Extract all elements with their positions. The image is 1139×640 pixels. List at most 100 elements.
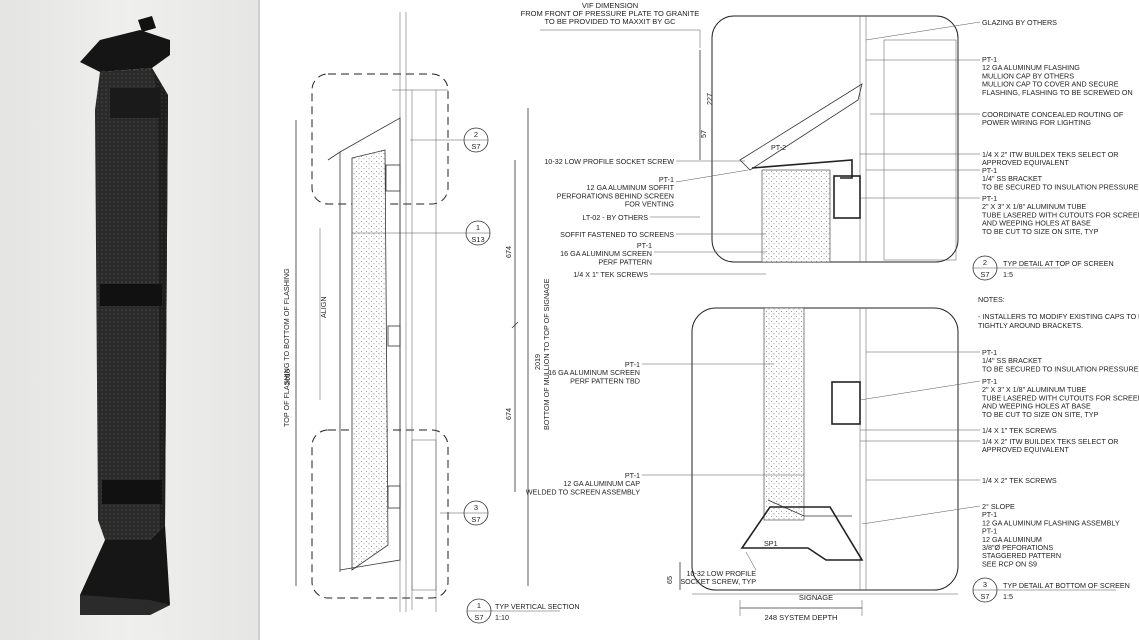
base-edge-shape <box>80 595 170 615</box>
bottom-left-note-1-line-0: PT-1 <box>625 471 640 480</box>
top-right-note-0: GLAZING BY OTHERS <box>865 18 1057 41</box>
top-cap-shape <box>80 30 170 72</box>
vertical-section-title: 1 S7 TYP VERTICAL SECTION 1:10 <box>466 598 580 624</box>
bottom-left-note-0-line-2: PERF PATTERN TBD <box>570 376 640 385</box>
general-notes: NOTES: - INSTALLERS TO MODIFY EXISTING C… <box>978 295 1139 330</box>
tube-bottom <box>387 485 401 509</box>
dim-2019: 2019 <box>533 354 542 370</box>
bottom-detail-title: 3 S7 TYP DETAIL AT BOTTOM OF SCREEN 1:5 <box>972 577 1130 603</box>
svg-text:S7: S7 <box>980 270 989 279</box>
svg-text:3: 3 <box>983 580 987 589</box>
dim-57: 57 <box>699 130 708 138</box>
top-left-note-1-line-0: PT-1 <box>659 175 674 184</box>
top-right-note-1-line-0: PT-1 <box>982 55 997 64</box>
bottom-right-note-5-line-4: 12 GA ALUMINUM <box>982 535 1042 544</box>
callout-2-s7: 2 S7 <box>410 127 489 153</box>
top-bracket-shape <box>138 16 156 32</box>
top-left-note-0: 10-32 LOW PROFILE SOCKET SCREW <box>544 157 745 166</box>
top-detail: VIF DIMENSION FROM FRONT OF PRESSURE PLA… <box>521 1 1139 281</box>
bottom-right-note-3-line-1: APPROVED EQUIVALENT <box>982 445 1070 454</box>
callout-3-s7: 3 S7 <box>440 500 489 526</box>
vif-note: VIF DIMENSION FROM FRONT OF PRESSURE PLA… <box>521 1 701 48</box>
bottom-left-note-1-line-1: 12 GA ALUMINUM CAP <box>563 479 640 488</box>
dim-65: 65 <box>665 576 674 584</box>
base-flashing-shape <box>80 525 170 615</box>
top-right-note-1-line-1: 12 GA ALUMINUM FLASHING <box>982 63 1080 72</box>
top-right-note-5-line-2: TUBE LASERED WITH CUTOUTS FOR SCREEN <box>982 210 1139 219</box>
bottom-right-note-1-line-1: 2" X 3" X 1/8" ALUMINUM TUBE <box>982 385 1086 394</box>
bottom-screen-hatch <box>763 307 805 521</box>
bottom-right-note-1-line-0: PT-1 <box>982 377 997 386</box>
pt2-tag: PT-2 <box>771 143 786 152</box>
svg-text:1: 1 <box>477 601 481 610</box>
svg-text:NOTES:: NOTES: <box>978 295 1005 304</box>
svg-text:S7: S7 <box>474 613 483 622</box>
dim-674-lower: 674 <box>504 408 513 420</box>
bottom-right-note-5-line-2: 12 GA ALUMINUM FLASHING ASSEMBLY <box>982 518 1120 527</box>
screen-3d-render <box>80 16 170 615</box>
bottom-right-note-1-line-2: TUBE LASERED WITH CUTOUTS FOR SCREEN <box>982 393 1139 402</box>
top-left-note-3-line-0: SOFFIT FASTENED TO SCREENS <box>560 230 674 239</box>
svg-text:- INSTALLERS TO MODIFY EXISTIN: - INSTALLERS TO MODIFY EXISTING CAPS TO … <box>978 312 1139 321</box>
bottom-tube-shape <box>831 381 861 425</box>
top-right-note-5-line-4: TO BE CUT TO SIZE ON SITE, TYP <box>982 227 1099 236</box>
dim-2016-label: TOP OF FLASHING TO BOTTOM OF FLASHING <box>282 268 291 427</box>
dim-2019-label: BOTTOM OF MULLION TO TOP OF SIGNAGE <box>542 278 551 430</box>
bottom-right-note-5-line-6: STAGGERED PATTERN <box>982 551 1061 560</box>
top-right-note-0-leader <box>865 21 981 41</box>
bottom-flashing-shape <box>740 506 864 561</box>
dim-674-upper: 674 <box>504 246 513 258</box>
top-left-note-2-line-0: LT-02 - BY OTHERS <box>582 213 648 222</box>
svg-text:1:5: 1:5 <box>1003 270 1013 279</box>
panel-divider <box>258 0 260 640</box>
bottom-right-note-4: 1/4 X 2" TEK SCREWS <box>866 476 1057 485</box>
top-right-note-5-line-0: PT-1 <box>982 194 997 203</box>
svg-text:VIF DIMENSION: VIF DIMENSION <box>582 1 638 10</box>
callout-1-s13: 1 S13 <box>465 220 491 246</box>
top-detail-title: 2 S7 TYP DETAIL AT TOP OF SCREEN 1:5 <box>972 255 1114 281</box>
tube-top <box>385 164 401 192</box>
bottom-left-note-2-leader <box>745 551 757 571</box>
screen-section-shape <box>351 149 389 571</box>
bottom-right-note-5-line-7: SEE RCP ON S9 <box>982 559 1037 568</box>
svg-text:TYP DETAIL AT TOP OF SCREEN: TYP DETAIL AT TOP OF SCREEN <box>1003 259 1114 268</box>
top-right-note-4-line-2: TO BE SECURED TO INSULATION PRESSURE PLA… <box>982 182 1139 191</box>
top-right-note-4-line-0: PT-1 <box>982 166 997 175</box>
svg-text:TYP DETAIL AT BOTTOM OF SCREEN: TYP DETAIL AT BOTTOM OF SCREEN <box>1003 581 1130 590</box>
bottom-right-note-5-line-5: 3/8"Ø PEFORATIONS <box>982 543 1053 552</box>
sp1-tag: SP1 <box>764 539 778 548</box>
svg-text:S7: S7 <box>471 515 480 524</box>
upper-bracket-shape <box>110 88 160 118</box>
bottom-right-note-2: 1/4 X 1" TEK SCREWS <box>860 426 1057 435</box>
bottom-left-note-0-line-1: 16 GA ALUMINUM SCREEN <box>548 368 640 377</box>
align-label: ALIGN <box>319 296 328 318</box>
top-right-note-3-line-1: APPROVED EQUIVALENT <box>982 158 1070 167</box>
dim-227: 227 <box>705 93 714 105</box>
top-right-note-3-line-0: 1/4 X 2" ITW BUILDEX TEKS SELECT OR <box>982 150 1119 159</box>
vertical-section: 2016 TOP OF FLASHING TO BOTTOM OF FLASHI… <box>282 12 580 624</box>
top-right-note-1-line-2: MULLION CAP BY OTHERS <box>982 71 1074 80</box>
svg-text:FROM FRONT OF PRESSURE PLATE T: FROM FRONT OF PRESSURE PLATE TO GRANITE <box>521 9 700 18</box>
svg-text:1:5: 1:5 <box>1003 592 1013 601</box>
svg-text:TIGHTLY AROUND BRACKETS.: TIGHTLY AROUND BRACKETS. <box>978 321 1083 330</box>
bottom-right-note-5-line-0: 2° SLOPE <box>982 502 1015 511</box>
top-left-note-2: LT-02 - BY OTHERS <box>582 213 700 222</box>
top-right-note-3: 1/4 X 2" ITW BUILDEX TEKS SELECT ORAPPRO… <box>860 150 1119 167</box>
bottom-left-note-2-line-0: 10-32 LOW PROFILE <box>686 569 756 578</box>
svg-text:S7: S7 <box>980 592 989 601</box>
tube-mid <box>387 325 401 347</box>
svg-text:1:10: 1:10 <box>495 613 509 622</box>
bottom-right-note-1-line-4: TO BE CUT TO SIZE ON SITE, TYP <box>982 410 1099 419</box>
bottom-right-note-1-leader <box>859 380 981 401</box>
bottom-right-note-5-line-1: PT-1 <box>982 510 997 519</box>
top-left-notes: 10-32 LOW PROFILE SOCKET SCREW PT-112 GA … <box>544 157 766 279</box>
